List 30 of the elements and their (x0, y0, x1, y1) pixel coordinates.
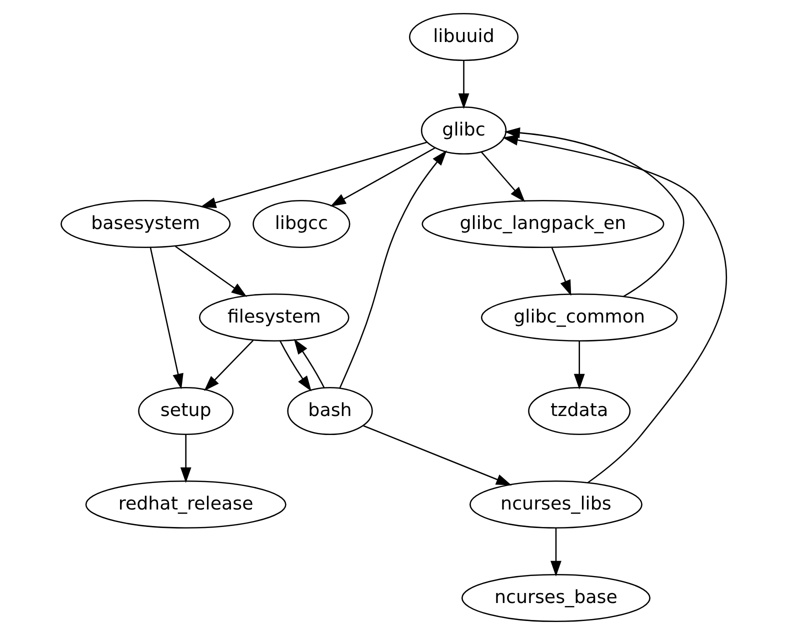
node-ellipse: tzdata (528, 386, 630, 436)
node-ellipse: libuuid (408, 12, 518, 62)
node-ellipse: glibc_langpack_en (421, 200, 664, 248)
node-ellipse: ncurses_base (460, 574, 650, 622)
arrow (480, 152, 525, 202)
node-ellipse: redhat_release (84, 480, 286, 529)
node-ellipse: glibc (420, 106, 506, 155)
arrow (362, 425, 512, 486)
arrow (573, 341, 584, 390)
node-ellipse: libgcc (252, 200, 350, 248)
node-ellipse: basesystem (60, 200, 230, 248)
arrow (180, 434, 191, 483)
arrow (330, 147, 435, 207)
arrow (174, 246, 246, 297)
node-ellipse: glibc_common (480, 293, 678, 342)
arrow (293, 338, 324, 388)
arrow (550, 248, 571, 296)
arrow (149, 247, 183, 390)
node-ellipse: setup (138, 386, 234, 436)
arrow (200, 142, 426, 208)
arrow (204, 340, 254, 391)
arrow (504, 127, 684, 298)
arrow (458, 60, 469, 109)
node-ellipse: bash (286, 386, 372, 436)
arrow (278, 340, 311, 392)
arrow (502, 134, 727, 484)
arrow (550, 528, 561, 576)
arrow (338, 150, 446, 388)
node-ellipse: filesystem (198, 293, 349, 342)
node-ellipse: ncurses_libs (469, 480, 642, 529)
